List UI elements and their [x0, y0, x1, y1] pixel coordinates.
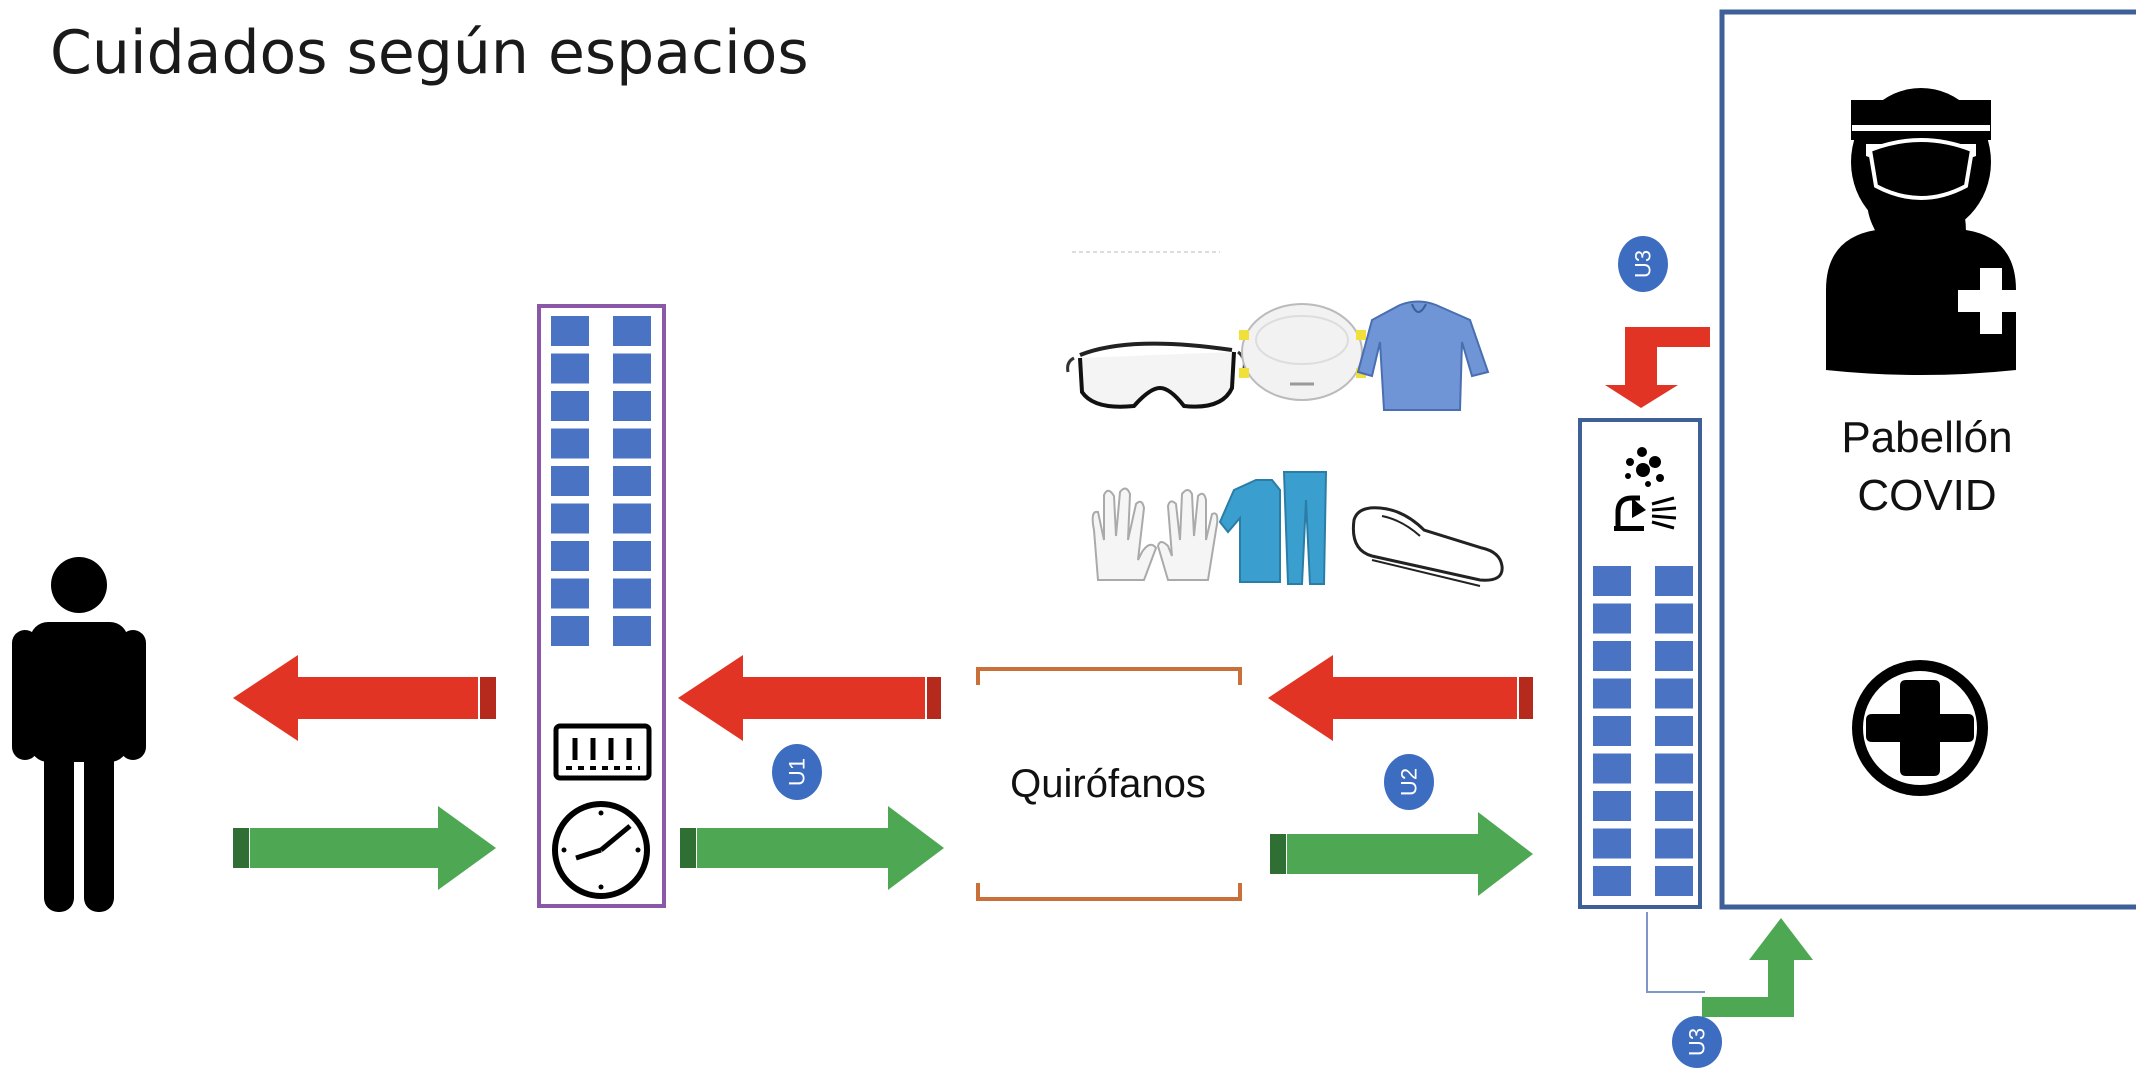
locker-right-compartment — [1593, 866, 1631, 896]
locker-right-compartment — [1593, 716, 1631, 746]
operating-room-label: Quirófanos — [1010, 762, 1206, 806]
locker-right-compartment — [1593, 828, 1631, 859]
gloves-icon — [1091, 487, 1219, 581]
green-arrow-right-3 — [1270, 812, 1533, 896]
doctor-icon — [1826, 88, 2024, 375]
gown-icon — [1356, 300, 1490, 411]
green-elbow-arrow — [1702, 918, 1813, 1017]
scrubs-icon — [1218, 471, 1328, 585]
locker-right-compartment — [1655, 641, 1693, 671]
badge-u3-bottom: U3 — [1672, 1016, 1722, 1068]
red-elbow-arrow — [1605, 327, 1710, 408]
locker-left-compartment — [613, 616, 651, 646]
locker-left — [537, 304, 666, 908]
locker-left-compartment — [613, 503, 651, 534]
connector-line — [1646, 912, 1705, 993]
pavilion-label-line2: COVID — [1857, 471, 1996, 520]
svg-text:U1: U1 — [785, 758, 810, 786]
locker-left-compartment — [613, 316, 651, 346]
svg-text:U3: U3 — [1631, 250, 1656, 278]
locker-left-compartment — [551, 541, 589, 571]
clock-icon — [552, 801, 650, 899]
green-arrow-right-2 — [680, 806, 944, 890]
red-arrow-left-2 — [678, 655, 941, 741]
locker-right — [1578, 418, 1702, 909]
pavilion-label-line1: Pabellón — [1841, 413, 2012, 462]
locker-right-compartment — [1593, 641, 1631, 671]
locker-left-compartment — [613, 541, 651, 571]
red-arrow-left-1 — [233, 655, 496, 741]
medical-cross-icon — [1852, 660, 1988, 796]
locker-left-compartment — [613, 428, 651, 459]
operating-room-box — [976, 667, 1242, 901]
locker-left-compartment — [551, 503, 589, 534]
locker-left-compartment — [613, 466, 651, 496]
locker-right-compartment — [1655, 603, 1693, 634]
locker-left-compartment — [613, 353, 651, 384]
locker-right-compartment — [1593, 791, 1631, 821]
locker-left-compartment — [613, 578, 651, 609]
locker-left-compartment — [551, 428, 589, 459]
locker-left-compartment — [613, 391, 651, 421]
page-title: Cuidados según espacios — [50, 18, 809, 88]
goggles-icon — [1066, 341, 1246, 409]
locker-left-compartment — [551, 353, 589, 384]
red-arrow-left-3 — [1268, 655, 1533, 741]
locker-right-compartment — [1655, 753, 1693, 784]
locker-left-compartment — [551, 578, 589, 609]
badge-u3-top: U3 — [1618, 236, 1668, 292]
locker-right-compartment — [1655, 716, 1693, 746]
locker-left-compartment — [551, 391, 589, 421]
svg-text:U2: U2 — [1397, 768, 1422, 796]
green-arrow-right-1 — [233, 806, 496, 890]
person-icon — [12, 557, 146, 912]
locker-right-compartment — [1655, 828, 1693, 859]
badge-u1: U1 — [772, 744, 822, 800]
locker-right-compartment — [1655, 866, 1693, 896]
shower-icon — [1614, 447, 1677, 531]
locker-right-compartment — [1655, 566, 1693, 596]
locker-left-compartment — [551, 616, 589, 646]
locker-right-compartment — [1593, 753, 1631, 784]
locker-left-compartment — [551, 316, 589, 346]
locker-left-compartment — [551, 466, 589, 496]
locker-right-compartment — [1655, 791, 1693, 821]
locker-right-compartment — [1655, 678, 1693, 709]
svg-text:U3: U3 — [1685, 1028, 1710, 1056]
locker-right-compartment — [1593, 603, 1631, 634]
shoe-icon — [1351, 506, 1504, 587]
keypad-icon — [553, 723, 652, 781]
locker-right-compartment — [1593, 566, 1631, 596]
locker-right-compartment — [1593, 678, 1631, 709]
mask-icon — [1239, 303, 1366, 401]
badge-u2: U2 — [1384, 754, 1434, 810]
